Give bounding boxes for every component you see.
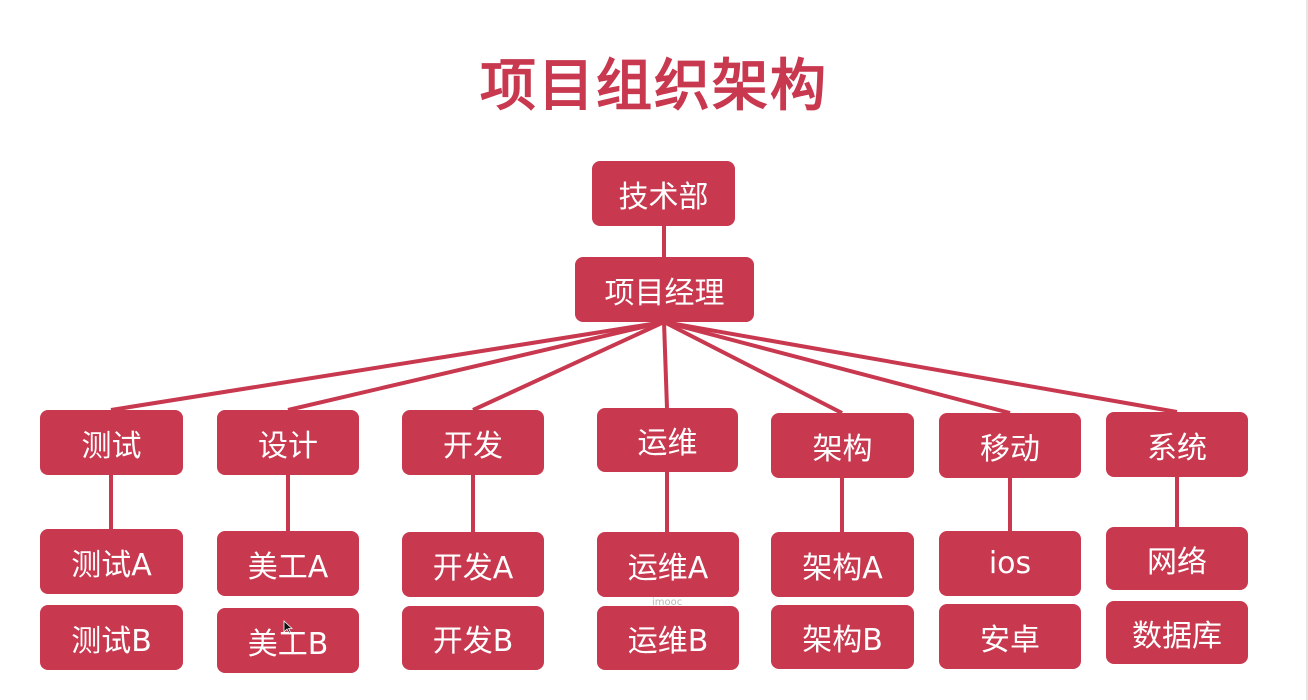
link-manager-dept-5: [663, 320, 1011, 415]
link-manager-dept-6: [663, 320, 1178, 414]
dept-node-system: 系统: [1106, 412, 1248, 477]
page-title: 项目组织架构: [480, 54, 828, 119]
child-node-dev-a: 开发A: [402, 532, 544, 597]
dept-node-ops: 运维: [597, 408, 738, 472]
link-manager-dept-3: [662, 321, 669, 409]
child-node-arch-a: 架构A: [771, 532, 914, 597]
dept-node-arch: 架构: [771, 413, 914, 478]
child-node-test-b: 测试B: [40, 605, 183, 670]
right-edge-divider: [1306, 0, 1308, 700]
child-node-system-network: 网络: [1106, 527, 1248, 590]
link-manager-dept-4: [663, 320, 843, 415]
link-manager-dept-2: [472, 320, 665, 412]
mouse-cursor-icon: [283, 620, 293, 634]
dept-node-design: 设计: [217, 410, 359, 475]
link-manager-dept-1: [287, 320, 665, 412]
child-node-mobile-ios: ios: [939, 531, 1081, 596]
child-node-test-a: 测试A: [40, 529, 183, 594]
child-node-design-a: 美工A: [217, 531, 359, 596]
link-manager-dept-0: [110, 320, 665, 412]
child-node-ops-b: 运维B: [597, 606, 739, 670]
child-node-ops-a: 运维A: [597, 532, 739, 597]
manager-node: 项目经理: [575, 257, 754, 322]
child-node-dev-b: 开发B: [402, 606, 544, 670]
dept-node-mobile: 移动: [939, 413, 1081, 478]
child-node-mobile-android: 安卓: [939, 604, 1081, 669]
watermark: imooc: [652, 597, 683, 608]
dept-node-dev: 开发: [402, 410, 544, 475]
dept-node-test: 测试: [40, 410, 183, 475]
root-node: 技术部: [592, 161, 735, 226]
child-node-arch-b: 架构B: [771, 605, 914, 669]
child-node-system-database: 数据库: [1106, 601, 1248, 664]
child-node-design-b: 美工B: [217, 608, 359, 673]
